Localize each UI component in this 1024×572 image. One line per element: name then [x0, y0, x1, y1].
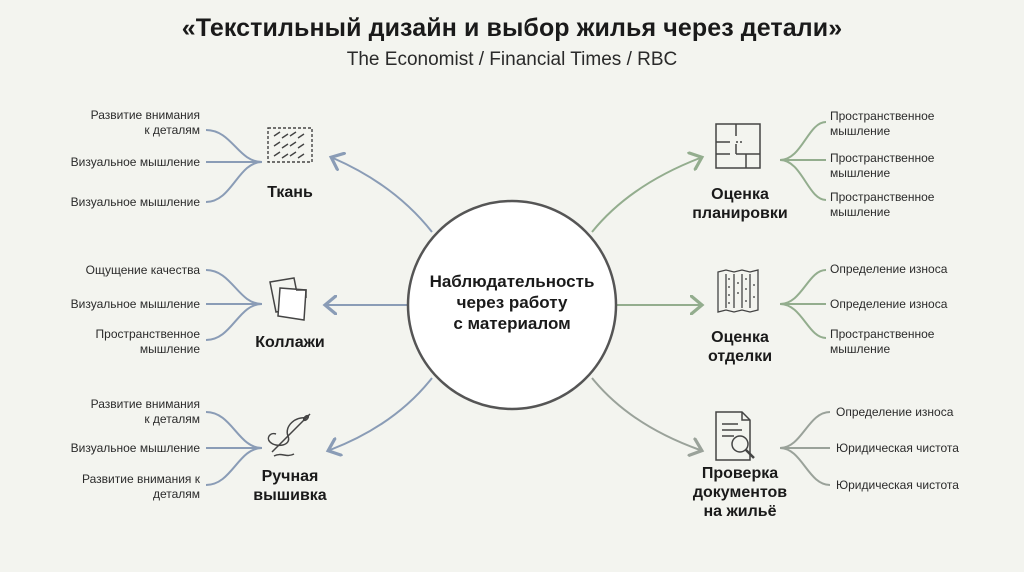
- leaf-item: Визуальное мышление: [10, 441, 200, 456]
- leaf-line: Пространственное: [95, 327, 200, 341]
- leaf-line: Развитие внимания: [90, 397, 200, 411]
- leaf-item: Пространственное мышление: [830, 190, 1020, 220]
- category-embroidery-label: Ручная вышивка: [210, 467, 370, 505]
- document-search-icon: [715, 411, 755, 461]
- fan-fabric: [205, 129, 263, 203]
- leaf-line: Визуальное мышление: [70, 441, 200, 455]
- fan-collage: [205, 269, 263, 341]
- leaf-item: Развитие внимания к деталям: [10, 472, 200, 502]
- leaf-line: Ощущение качества: [85, 263, 200, 277]
- leaf-line: мышление: [830, 124, 891, 138]
- leaf-line: мышление: [830, 342, 891, 356]
- center-line: через работу: [456, 293, 568, 312]
- leaf-line: Определение износа: [830, 262, 948, 276]
- connector-center-embroidery: [330, 377, 433, 450]
- page-title: «Текстильный дизайн и выбор жилья через …: [181, 14, 843, 42]
- leaf-item: Юридическая чистота: [836, 441, 1024, 456]
- leaf-line: мышление: [139, 342, 200, 356]
- category-label-line: Коллажи: [255, 334, 325, 351]
- fabric-icon: [267, 127, 313, 163]
- leaf-line: Развитие внимания к: [82, 472, 200, 486]
- page-subtitle: The Economist / Financial Times / RBC: [346, 49, 678, 70]
- leaf-item: Визуальное мышление: [10, 155, 200, 170]
- finish-icon: [717, 269, 759, 313]
- leaf-line: Определение износа: [836, 405, 954, 419]
- category-label-line: планировки: [692, 205, 788, 222]
- leaf-item: Определение износа: [836, 405, 1024, 420]
- needle-icon: [267, 413, 311, 457]
- category-fabric-label: Ткань: [210, 183, 370, 202]
- leaf-item: Определение износа: [830, 262, 1020, 277]
- connector-center-layout: [591, 158, 700, 233]
- category-layout-label: Оценка планировки: [660, 185, 820, 223]
- leaf-item: Развитие внимания к деталям: [10, 108, 200, 138]
- leaf-item: Пространственное мышление: [10, 327, 200, 357]
- leaf-line: Юридическая чистота: [836, 441, 959, 455]
- leaf-item: Ощущение качества: [10, 263, 200, 278]
- category-label-line: Оценка: [711, 329, 769, 346]
- leaf-item: Пространственное мышление: [830, 327, 1020, 357]
- category-label-line: отделки: [707, 348, 773, 365]
- category-finish-label: Оценка отделки: [660, 328, 820, 366]
- category-label-line: вышивка: [253, 487, 327, 504]
- category-documents-label: Проверка документов на жильё: [660, 464, 820, 521]
- leaf-line: мышление: [830, 166, 891, 180]
- leaf-line: мышление: [830, 205, 891, 219]
- leaf-line: деталям: [152, 487, 200, 501]
- leaf-item: Развитие внимания к деталям: [10, 397, 200, 427]
- leaf-item: Пространственное мышление: [830, 109, 1020, 139]
- category-label-line: Ткань: [267, 184, 313, 201]
- leaf-item: Определение износа: [830, 297, 1020, 312]
- category-label-line: Ручная: [261, 468, 319, 485]
- leaf-line: Пространственное: [830, 327, 935, 341]
- center-line: Наблюдательность: [429, 272, 595, 291]
- fan-finish: [779, 269, 827, 339]
- leaf-line: Пространственное: [830, 151, 935, 165]
- leaf-item: Пространственное мышление: [830, 151, 1020, 181]
- fan-embroidery: [205, 411, 263, 486]
- fan-layout: [779, 121, 827, 201]
- center-node: [406, 199, 618, 411]
- leaf-line: к деталям: [144, 412, 200, 426]
- category-collage-label: Коллажи: [210, 333, 370, 352]
- fan-documents: [779, 411, 831, 486]
- category-label-line: Проверка: [701, 465, 779, 482]
- leaf-line: Визуальное мышление: [70, 297, 200, 311]
- connector-center-fabric: [333, 158, 433, 233]
- leaf-line: Развитие внимания: [90, 108, 200, 122]
- center-label: Наблюдательность через работу с материал…: [412, 271, 612, 334]
- center-line: с материалом: [453, 314, 571, 333]
- collage-icon: [269, 277, 307, 321]
- leaf-item: Юридическая чистота: [836, 478, 1024, 493]
- leaf-line: Юридическая чистота: [836, 478, 959, 492]
- leaf-line: к деталям: [144, 123, 200, 137]
- leaf-line: Пространственное: [830, 190, 935, 204]
- leaf-line: Визуальное мышление: [70, 195, 200, 209]
- category-label-line: на жильё: [703, 503, 777, 520]
- category-label-line: документов: [692, 484, 788, 501]
- leaf-line: Пространственное: [830, 109, 935, 123]
- floor-plan-icon: [715, 123, 761, 169]
- connector-center-documents: [591, 377, 700, 450]
- leaf-item: Визуальное мышление: [10, 297, 200, 312]
- leaf-item: Визуальное мышление: [10, 195, 200, 210]
- category-label-line: Оценка: [711, 186, 769, 203]
- leaf-line: Визуальное мышление: [70, 155, 200, 169]
- leaf-line: Определение износа: [830, 297, 948, 311]
